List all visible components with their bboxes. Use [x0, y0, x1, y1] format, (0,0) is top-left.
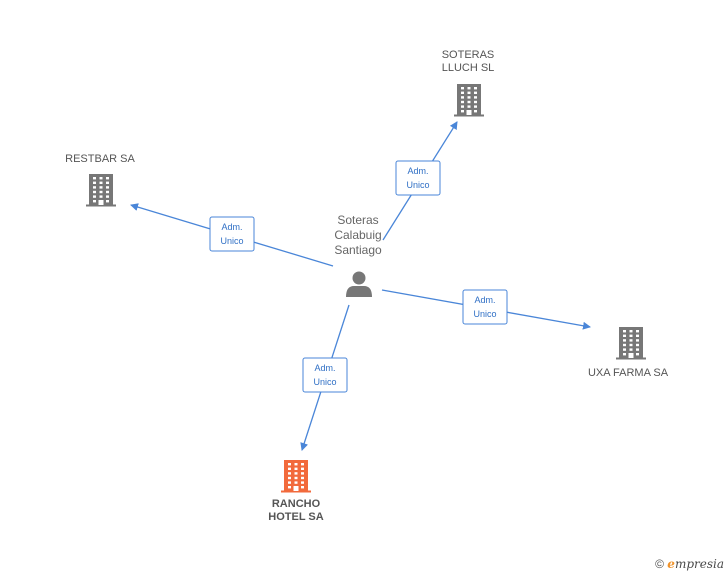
relation-edge-restbar: Adm. Unico — [130, 203, 334, 267]
copyright-symbol: © — [655, 557, 664, 571]
company-name-restbar[interactable]: RESTBAR SA — [55, 153, 145, 166]
relation-edge-uxa-farma: Adm. Unico — [381, 289, 591, 330]
company-name-line: LLUCH SL — [441, 62, 495, 74]
brand-logo-text: mpresia — [674, 557, 724, 571]
company-name-line: RANCHO — [271, 498, 321, 510]
company-name-line: UXA FARMA SA — [587, 367, 669, 379]
relation-edge-soteras-lluch: Adm. Unico — [382, 121, 458, 241]
brand-logo: empresia — [667, 557, 724, 571]
company-name-line: SOTERAS — [441, 49, 495, 61]
relation-label-box — [209, 216, 255, 252]
footer-brand: © empresia — [655, 557, 724, 571]
relation-label-box — [395, 160, 441, 196]
brand-logo-initial: e — [667, 557, 675, 571]
relation-label-text: Adm. — [221, 222, 242, 232]
center-name-line: Soteras — [337, 213, 379, 227]
company-name-rancho-hotel[interactable]: RANCHO HOTEL SA — [256, 498, 336, 524]
nodes — [86, 84, 646, 493]
relation-label-text: Unico — [473, 309, 496, 319]
building-icon[interactable] — [454, 84, 484, 117]
relation-label-text: Adm. — [474, 295, 495, 305]
relation-label[interactable]: Adm. Unico — [302, 357, 348, 393]
center-person-name[interactable]: Soteras Calabuig Santiago — [320, 213, 396, 258]
relation-label-text: Adm. — [407, 166, 428, 176]
company-name-line: RESTBAR SA — [65, 153, 135, 165]
company-name-uxa-farma[interactable]: UXA FARMA SA — [580, 367, 676, 380]
relation-label-box — [302, 357, 348, 393]
relation-label-box — [462, 289, 508, 325]
center-name-line: Santiago — [334, 243, 382, 257]
relation-label[interactable]: Adm. Unico — [209, 216, 255, 252]
building-icon[interactable] — [281, 460, 311, 493]
relation-label[interactable]: Adm. Unico — [395, 160, 441, 196]
relation-edge-rancho-hotel: Adm. Unico — [300, 304, 350, 451]
relation-label[interactable]: Adm. Unico — [462, 289, 508, 325]
relation-label-text: Unico — [220, 236, 243, 246]
building-icon[interactable] — [86, 174, 116, 207]
relation-label-text: Adm. — [314, 363, 335, 373]
building-icon[interactable] — [616, 327, 646, 360]
relation-label-text: Unico — [406, 180, 429, 190]
relation-label-text: Unico — [313, 377, 336, 387]
person-icon[interactable] — [346, 271, 372, 298]
company-name-line: HOTEL SA — [268, 511, 324, 523]
company-name-soteras-lluch[interactable]: SOTERAS LLUCH SL — [428, 49, 508, 75]
center-name-line: Calabuig — [334, 228, 382, 242]
